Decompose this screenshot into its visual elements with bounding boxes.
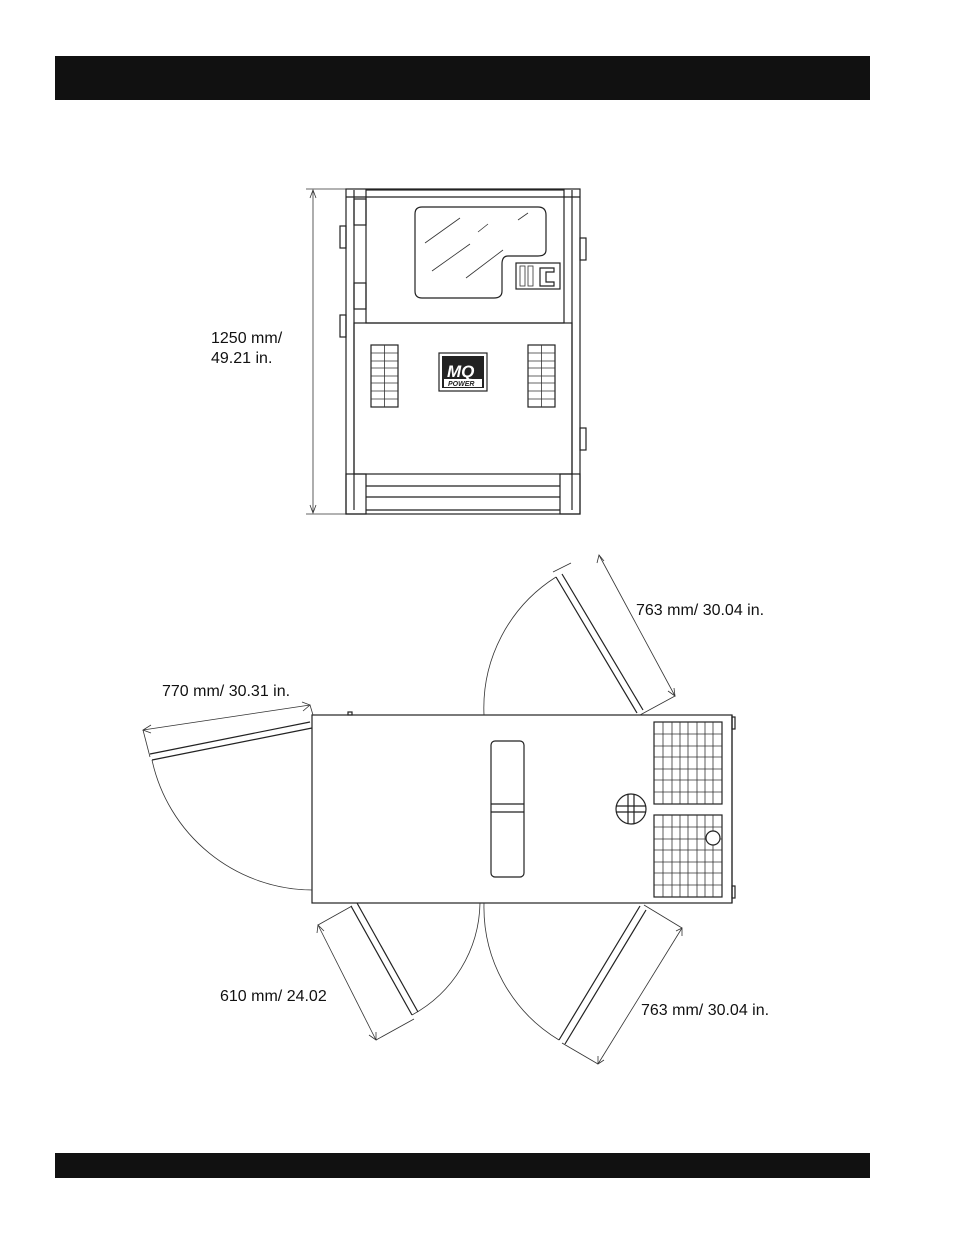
height-label-mm: 1250 mm/	[211, 330, 283, 347]
door-hinge	[354, 283, 366, 309]
fuel-cap	[616, 794, 646, 824]
door-latch	[516, 263, 560, 289]
door-hinge	[354, 199, 366, 225]
height-label-in: 49.21 in.	[211, 350, 272, 367]
door-swing-top-right	[484, 555, 675, 715]
door-top-right-label: 763 mm/ 30.04 in.	[636, 602, 764, 619]
exhaust-grille-upper	[654, 722, 722, 804]
top-view: 763 mm/ 30.04 in. 770 mm/ 30.31 in. 610 …	[143, 555, 769, 1064]
enclosure-outline	[346, 189, 580, 514]
door-swing-bottom-left	[317, 903, 480, 1040]
door-bottom-right-label: 763 mm/ 30.04 in.	[641, 1002, 769, 1019]
front-view: 1250 mm/ 49.21 in.	[211, 189, 586, 514]
mq-power-logo: MQ POWER	[439, 353, 487, 391]
lower-panel	[354, 323, 572, 474]
door-left-label: 770 mm/ 30.31 in.	[162, 683, 290, 700]
side-latch	[580, 428, 586, 450]
svg-text:MQ: MQ	[447, 362, 474, 381]
side-latch	[580, 238, 586, 260]
left-louver	[371, 345, 398, 407]
side-latch	[340, 315, 346, 337]
exhaust-grille-lower	[654, 815, 722, 897]
right-louver	[528, 345, 555, 407]
side-latch	[340, 226, 346, 248]
door-bottom-left-label: 610 mm/ 24.02	[220, 988, 327, 1005]
control-panel-window	[415, 207, 546, 298]
base-skid	[346, 474, 580, 514]
door-swing-left	[143, 702, 313, 890]
window-glare	[425, 213, 528, 278]
door-swing-bottom-right	[484, 903, 682, 1064]
svg-text:POWER: POWER	[448, 381, 474, 388]
lifting-hatch	[491, 741, 524, 877]
enclosure-roof	[312, 715, 732, 903]
